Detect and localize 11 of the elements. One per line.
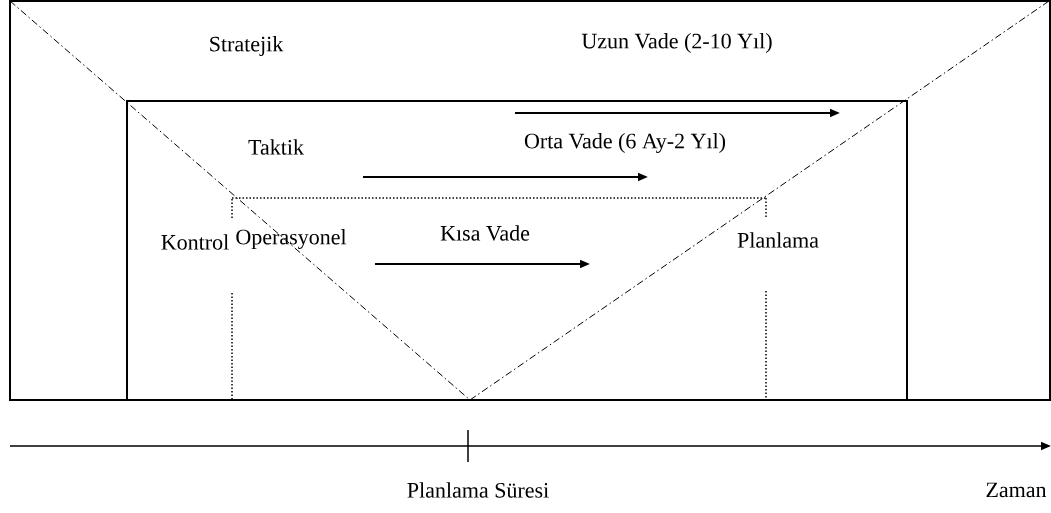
label: Planlama: [737, 232, 819, 248]
horizon-label: Uzun Vade (2-10 Yıl): [581, 33, 772, 53]
box: [126, 100, 908, 401]
horizon-label: Kısa Vade: [440, 225, 530, 241]
box-title: Operasyonel: [236, 229, 347, 249]
box: [9, 0, 1051, 401]
horizon-label: Orta Vade (6 Ay-2 Yıl): [524, 133, 726, 153]
label: Zaman: [986, 482, 1047, 498]
box-title: Taktik: [248, 139, 304, 155]
box-title: Stratejik: [210, 36, 284, 56]
label: Planlama Süresi: [407, 482, 549, 498]
